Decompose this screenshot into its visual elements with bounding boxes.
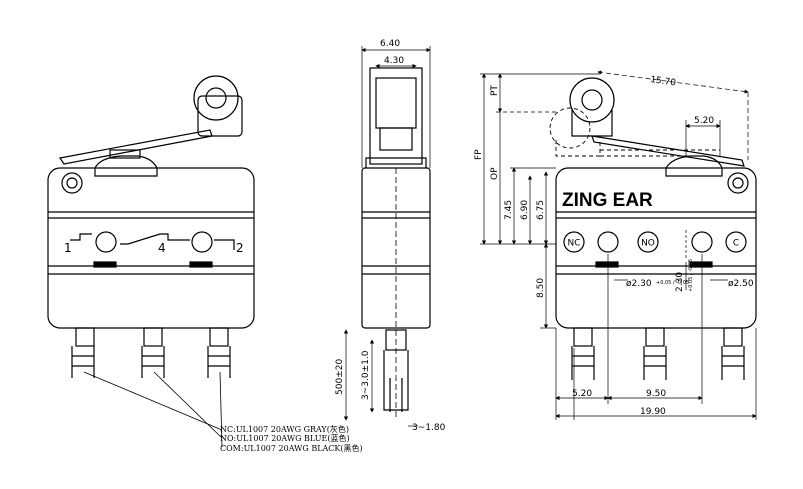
dim-end-width-total: 6.40 [380,39,400,49]
terminal-nc-marker: NC [563,231,585,253]
wire-spec-nc: NC:UL1007 20AWG GRAY(灰色) [220,424,349,434]
lever-roller [193,75,239,121]
dim-bottom-total: 19.90 [640,407,666,417]
dim-fp: FP [474,149,484,160]
dim-lead-strip: 3~3.0±1.0 [361,350,371,400]
pin-label-2: 2 [236,241,244,255]
dim-end-width-inner: 4.30 [384,56,404,66]
brand-label: ZING EAR [562,190,653,211]
lever-arm [58,129,213,165]
right-view [549,77,757,380]
dim-h3: 6.75 [536,200,546,220]
dim-hole-vert: 2.30 [675,272,685,292]
dim-h4: 8.50 [536,278,546,298]
side-view [47,75,255,448]
dim-pt: PT [490,85,500,96]
dim-h2: 6.90 [520,200,530,220]
wire-spec-com: COM:UL1007 20AWG BLACK(黑色) [220,443,363,453]
pin-label-4: 4 [158,241,166,255]
terminal-no-marker: NO [637,231,659,253]
dim-bottom-mid: 9.50 [646,389,666,399]
wire-spec-no: NO:UL1007 20AWG BLUE(蓝色) [220,433,350,443]
dim-bottom-left: 5.20 [572,389,592,399]
switch-body [47,167,255,329]
dim-wire-offset: 3~1.80 [412,423,446,433]
terminal-c-marker: C [725,231,747,253]
dim-op: OP [490,167,500,180]
dim-hole-small: ø2.30 [626,279,652,289]
svg-text:C: C [733,239,739,249]
dim-hole-small-tol: +0.05 / -0.05 [656,280,689,286]
pin-label-1: 1 [64,241,72,255]
dim-hole-vert-tol: +0.05 / -0.05 [688,259,694,292]
dim-lever-length: 15.70 [650,75,677,89]
dim-hole-large: ø2.50 [728,279,754,289]
dim-lead-length: 500±20 [335,359,345,395]
svg-text:NO: NO [641,239,655,249]
dim-h1: 7.45 [504,200,514,220]
svg-text:NC: NC [567,239,580,249]
pivot-hole [61,172,83,194]
dim-pitch: 5.20 [694,116,714,126]
